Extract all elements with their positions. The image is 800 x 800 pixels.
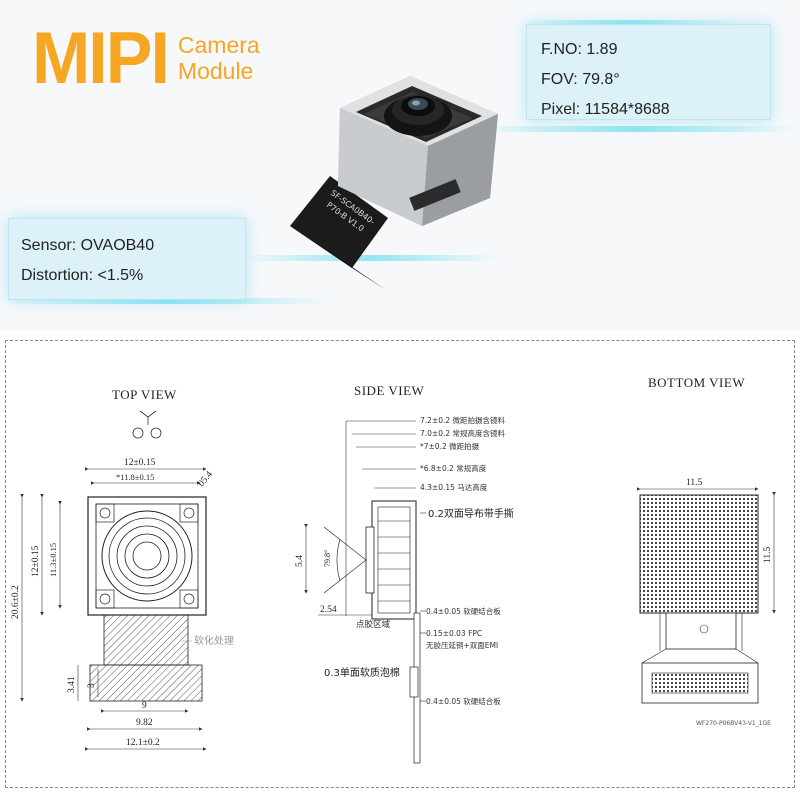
dim-total-height: 20.6±0.2 (11, 585, 21, 619)
light-streak (0, 298, 330, 304)
dim-5-4: 5.4 (295, 555, 305, 567)
logo-camera: Camera (177, 32, 260, 58)
spec-box-left: Sensor: OVAOB40 Distortion: <1.5% (8, 218, 246, 300)
tape-note: 0.2双面导布带手撕 (428, 507, 514, 520)
dim-corner: 05.4 (197, 470, 216, 489)
dim-bottom-height: 11.5 (763, 546, 773, 563)
spec-distortion: Distortion: <1.5% (21, 267, 144, 284)
side-note-5: 4.3±0.15 马达高度 (420, 482, 488, 492)
dim-inner-height: 11.3±0.15 (48, 543, 58, 577)
hero-banner: MIPI Camera Module F.NO: 1.89 FOV: 79.8°… (0, 0, 800, 330)
side-note-3: *7±0.2 微距拍摄 (420, 441, 480, 451)
spec-box-right: F.NO: 1.89 FOV: 79.8° Pixel: 11584*8688 (526, 24, 771, 120)
spec-sensor: Sensor: OVAOB40 (21, 237, 155, 254)
dim-3: 3 (87, 683, 97, 688)
fpc-note: 0.15±0.03 FPC (426, 629, 482, 638)
brand-logo: MIPI Camera Module (32, 17, 260, 99)
top-view: 12±0.15 *11.8±0.15 05.4 12±0.15 11.3±0.1… (11, 410, 234, 751)
side-view: 7.2±0.2 微距拍摄含镜料 7.0±0.2 常规高度含镜料 *7±0.2 微… (295, 415, 514, 764)
foam-note: 0.3单面软质泡棉 (324, 666, 400, 679)
dim-top-inner-width: *11.8±0.15 (116, 472, 154, 482)
side-note-2: 7.0±0.2 常规高度含镜料 (420, 428, 506, 438)
light-streak (470, 126, 800, 132)
glue-area: 点胶区域 (356, 619, 391, 630)
stiffener-note-2: 0.4±0.05 软硬结合板 (426, 696, 501, 706)
side-note-4: *6.8±0.2 常规高度 (420, 463, 487, 473)
part-number: WF270-P06BV43-V1_1GE (696, 720, 771, 727)
spec-pixel: Pixel: 11584*8688 (541, 101, 670, 118)
dim-3-41: 3.41 (67, 676, 77, 693)
light-streak (240, 255, 500, 261)
camera-module-image: SF-SCA0B40- P70-B V1.0 (260, 68, 520, 290)
dim-9: 9 (142, 701, 147, 711)
dim-9-82: 9.82 (136, 718, 153, 728)
drawing-canvas: TOP VIEW SIDE VIEW BOTTOM VIEW (11, 375, 776, 764)
dim-bottom-width: 11.5 (686, 478, 703, 488)
technical-drawing: TOP VIEW SIDE VIEW BOTTOM VIEW (5, 340, 795, 788)
stiffener-note-1: 0.4±0.05 软硬结合板 (426, 606, 501, 616)
top-view-title: TOP VIEW (112, 387, 177, 402)
logo-module: Module (177, 58, 254, 84)
bottom-view: 11.5 11.5 WF270-P06BV43-V1_1GE (637, 478, 776, 727)
fov-angle: 79.8° (323, 550, 332, 567)
soft-treatment-note: 软化处理 (194, 634, 234, 647)
dim-12-1: 12.1±0.2 (126, 738, 160, 748)
dim-top-width: 12±0.15 (124, 458, 156, 468)
dim-top-height: 12±0.15 (31, 545, 41, 577)
spec-fno: F.NO: 1.89 (541, 41, 618, 58)
side-note-1: 7.2±0.2 微距拍摄含镜料 (420, 415, 506, 425)
logo-mipi: MIPI (32, 17, 170, 99)
bottom-view-title: BOTTOM VIEW (648, 375, 745, 390)
light-streak (520, 20, 740, 26)
spec-fov: FOV: 79.8° (541, 71, 620, 88)
fpc-note-2: 无胶压延铜+双面EMI (426, 640, 498, 650)
side-view-title: SIDE VIEW (354, 383, 425, 398)
dim-2-54: 2.54 (320, 605, 337, 615)
